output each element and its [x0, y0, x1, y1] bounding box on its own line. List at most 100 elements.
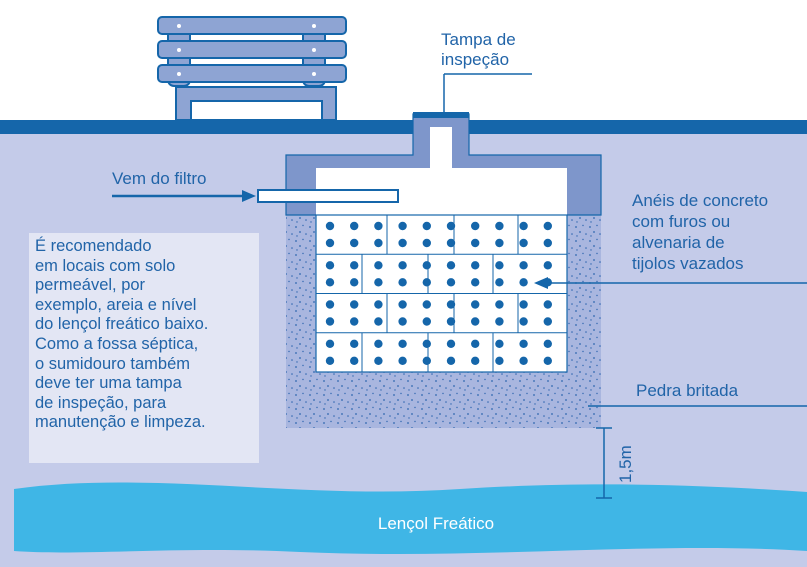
- ring-hole: [543, 221, 552, 231]
- ring-hole: [446, 261, 456, 270]
- ring-hole: [374, 356, 383, 365]
- ring-hole: [398, 278, 407, 287]
- ring-hole: [374, 238, 383, 248]
- ring-hole: [350, 221, 359, 231]
- ground-surface-band: [0, 120, 807, 134]
- ring-hole: [446, 221, 456, 231]
- ring-hole: [398, 300, 407, 309]
- ring-hole: [350, 317, 359, 326]
- ring-hole: [495, 221, 504, 231]
- ring-hole: [374, 221, 383, 231]
- ring-holes: [325, 221, 552, 365]
- water-table: [14, 482, 807, 555]
- ring-hole: [519, 317, 528, 326]
- ring-hole: [398, 261, 407, 270]
- label-rings-line3: alvenaria de: [632, 233, 725, 252]
- label-rings-line2: com furos ou: [632, 212, 730, 231]
- ring-hole: [519, 221, 528, 231]
- ring-hole: [350, 261, 359, 270]
- ring-hole: [374, 300, 383, 309]
- ring-hole: [495, 317, 504, 326]
- inspection-cover-icon: [413, 112, 469, 118]
- ring-hole: [398, 339, 407, 348]
- ring-hole: [374, 261, 383, 270]
- ring-hole: [350, 339, 359, 348]
- ring-hole: [495, 278, 504, 287]
- ring-hole: [446, 300, 456, 309]
- ring-hole: [495, 300, 504, 309]
- ring-hole: [325, 339, 335, 348]
- rings-leader-arrow: [534, 277, 548, 289]
- label-gravel: Pedra britada: [636, 381, 739, 400]
- ring-hole: [398, 238, 407, 248]
- ring-hole: [422, 221, 431, 231]
- ring-hole: [325, 278, 335, 287]
- label-depth: 1,5m: [616, 445, 635, 483]
- ring-hole: [325, 221, 335, 231]
- ring-hole: [325, 356, 335, 365]
- ring-hole: [471, 317, 480, 326]
- ring-hole: [543, 238, 552, 248]
- recommendation-note: É recomendado em locais com solo permeáv…: [29, 233, 259, 463]
- recommendation-text: É recomendado em locais com solo permeáv…: [35, 237, 209, 432]
- ring-hole: [543, 261, 552, 270]
- ring-hole: [446, 317, 456, 326]
- ring-hole: [471, 278, 480, 287]
- ring-hole: [325, 317, 335, 326]
- ring-hole: [325, 238, 335, 248]
- ring-hole: [422, 261, 431, 270]
- ring-hole: [446, 238, 456, 248]
- ring-hole: [422, 317, 431, 326]
- ring-hole: [325, 300, 335, 309]
- ring-hole: [350, 356, 359, 365]
- ring-hole: [350, 238, 359, 248]
- ring-hole: [398, 356, 407, 365]
- filter-arrow-head: [242, 190, 256, 202]
- ring-hole: [543, 300, 552, 309]
- ring-hole: [471, 356, 480, 365]
- bench-bolts: [177, 24, 316, 76]
- ring-hole: [374, 339, 383, 348]
- label-inspection-cover-line2: inspeção: [441, 50, 509, 69]
- ring-hole: [422, 238, 431, 248]
- ring-hole: [374, 278, 383, 287]
- label-from-filter: Vem do filtro: [112, 169, 207, 188]
- label-inspection-cover-line1: Tampa de: [441, 30, 516, 49]
- ring-hole: [422, 300, 431, 309]
- inlet-pipe: [257, 189, 399, 203]
- ring-hole: [398, 221, 407, 231]
- bench-icon: [157, 16, 347, 121]
- ring-hole: [446, 339, 456, 348]
- ring-hole: [471, 238, 480, 248]
- ring-hole: [495, 238, 504, 248]
- ring-hole: [471, 339, 480, 348]
- ring-hole: [471, 261, 480, 270]
- ring-hole: [543, 339, 552, 348]
- ring-hole: [519, 339, 528, 348]
- ring-hole: [350, 278, 359, 287]
- ring-hole: [543, 317, 552, 326]
- ring-hole: [519, 261, 528, 270]
- ring-hole: [495, 356, 504, 365]
- ring-hole: [519, 238, 528, 248]
- ring-hole: [543, 356, 552, 365]
- concrete-rings: [316, 215, 567, 372]
- ring-hole: [519, 300, 528, 309]
- ring-hole: [471, 300, 480, 309]
- label-rings-line4: tijolos vazados: [632, 254, 744, 273]
- ring-hole: [471, 221, 480, 231]
- ring-hole: [446, 356, 456, 365]
- ring-hole: [422, 356, 431, 365]
- ring-hole: [446, 278, 456, 287]
- label-rings-line1: Anéis de concreto: [632, 191, 768, 210]
- label-water-table: Lençol Freático: [378, 514, 494, 533]
- ring-hole: [422, 278, 431, 287]
- ring-hole: [325, 261, 335, 270]
- ring-hole: [495, 261, 504, 270]
- ring-hole: [495, 339, 504, 348]
- ring-hole: [422, 339, 431, 348]
- ring-hole: [350, 300, 359, 309]
- ring-hole: [398, 317, 407, 326]
- ring-hole: [519, 356, 528, 365]
